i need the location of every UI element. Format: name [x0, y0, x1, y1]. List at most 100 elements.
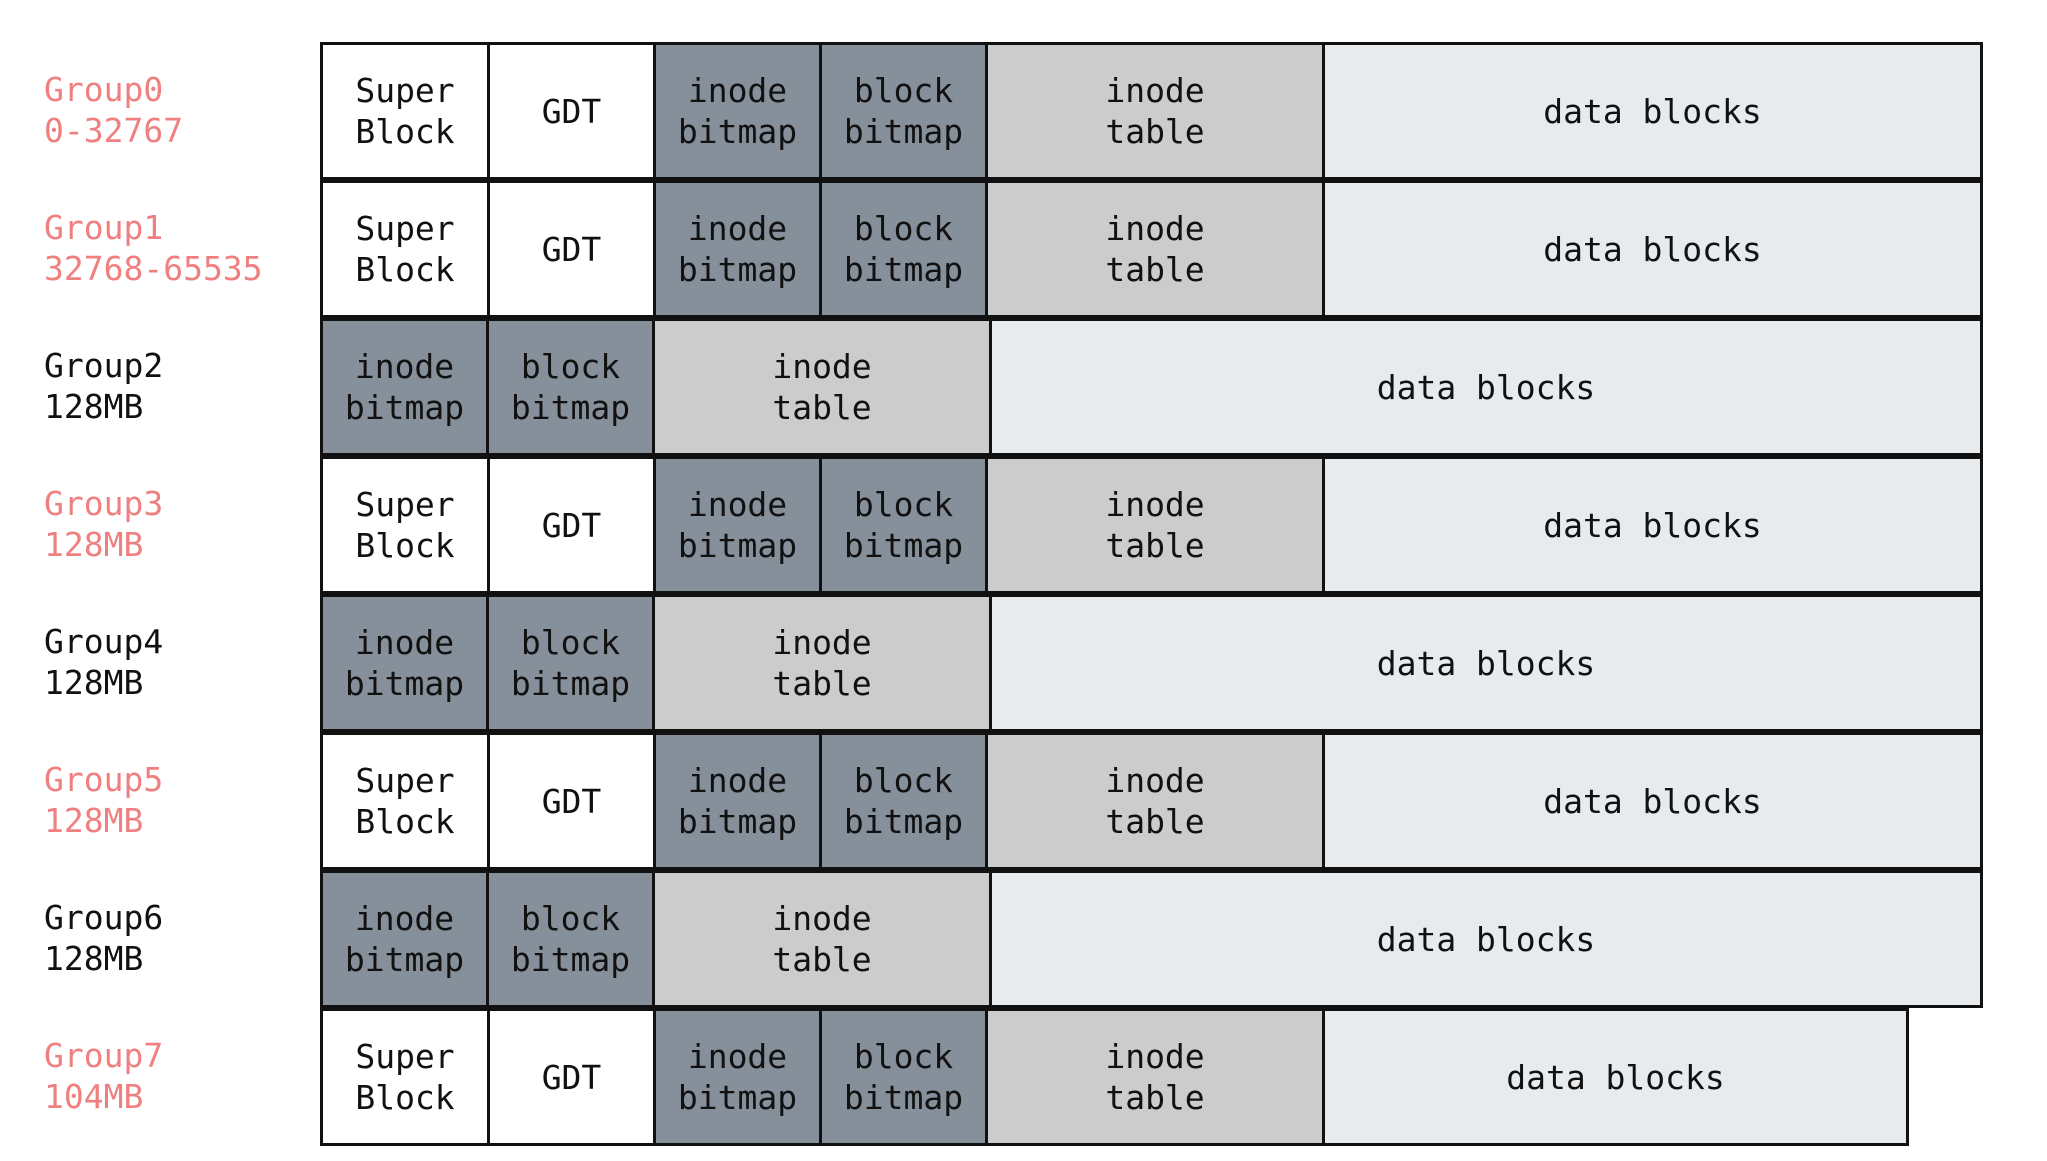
- cell-text: inode: [1105, 485, 1205, 524]
- group-name: Group1: [44, 208, 164, 247]
- cell-text: block: [520, 347, 621, 386]
- cell-text: bitmap: [510, 388, 631, 427]
- cell-text: bitmap: [677, 112, 798, 151]
- cell-text: data blocks: [1506, 1057, 1725, 1097]
- cell-text: Super: [355, 761, 455, 800]
- group-name: Group0: [44, 70, 164, 109]
- data-blocks-cell: data blocks: [989, 318, 1983, 456]
- cell-text: inode: [687, 209, 788, 248]
- group-range: 0-32767: [44, 111, 184, 150]
- cell-text: block: [853, 1037, 954, 1076]
- cell-text: bitmap: [677, 526, 798, 565]
- cell-text: inode: [354, 347, 455, 386]
- group-range: 104MB: [44, 1077, 144, 1116]
- cell-text: inode: [772, 623, 872, 662]
- group-name: Group7: [44, 1036, 164, 1075]
- cell-text: block: [853, 71, 954, 110]
- cell-text: inode: [687, 761, 788, 800]
- cell-text: inode: [1105, 71, 1205, 110]
- cell-text: block: [853, 209, 954, 248]
- cell-text: block: [853, 485, 954, 524]
- cell-text: data blocks: [1543, 91, 1762, 131]
- cell-text: bitmap: [510, 940, 631, 979]
- group-name: Group3: [44, 484, 164, 523]
- cell-text: GDT: [541, 1057, 602, 1097]
- gdt-cell: GDT: [487, 1008, 656, 1146]
- cell-text: table: [772, 940, 872, 979]
- cell-text: Super: [355, 71, 455, 110]
- cell-text: table: [1105, 802, 1205, 841]
- cell-text: data blocks: [1376, 919, 1596, 959]
- cell-text: data blocks: [1376, 367, 1596, 407]
- cell-text: data blocks: [1543, 229, 1762, 269]
- cell-text: data blocks: [1543, 781, 1762, 821]
- data-blocks-cell: data blocks: [989, 870, 1983, 1008]
- cell-text: block: [853, 761, 954, 800]
- cell-text: inode: [1105, 209, 1205, 248]
- cell-text: data blocks: [1376, 643, 1596, 683]
- cell-text: bitmap: [843, 526, 964, 565]
- data-blocks-cell: data blocks: [1322, 732, 1983, 870]
- cell-text: bitmap: [677, 1078, 798, 1117]
- group-range: 128MB: [44, 939, 144, 978]
- data-blocks-cell: data blocks: [1322, 42, 1983, 180]
- group-range: 128MB: [44, 387, 144, 426]
- group-range: 32768-65535: [44, 249, 263, 288]
- cell-text: bitmap: [677, 250, 798, 289]
- data-blocks-cell: data blocks: [1322, 180, 1983, 318]
- gdt-cell: GDT: [487, 180, 656, 318]
- cell-text: data blocks: [1543, 505, 1762, 545]
- group-range: 128MB: [44, 663, 144, 702]
- cell-text: table: [1105, 112, 1205, 151]
- group-range: 128MB: [44, 801, 144, 840]
- cell-text: GDT: [541, 91, 602, 131]
- group-range: 128MB: [44, 525, 144, 564]
- cell-text: inode: [687, 485, 788, 524]
- gdt-cell: GDT: [487, 42, 656, 180]
- cell-text: Block: [355, 112, 455, 151]
- gdt-cell: GDT: [487, 732, 656, 870]
- cell-text: bitmap: [344, 388, 465, 427]
- group-name: Group4: [44, 622, 164, 661]
- cell-text: Block: [355, 526, 455, 565]
- cell-text: inode: [687, 1037, 788, 1076]
- cell-text: inode: [354, 623, 455, 662]
- cell-text: bitmap: [677, 802, 798, 841]
- cell-text: inode: [354, 899, 455, 938]
- group-name: Group5: [44, 760, 164, 799]
- data-blocks-cell: data blocks: [1322, 1008, 1909, 1146]
- group-name: Group6: [44, 898, 164, 937]
